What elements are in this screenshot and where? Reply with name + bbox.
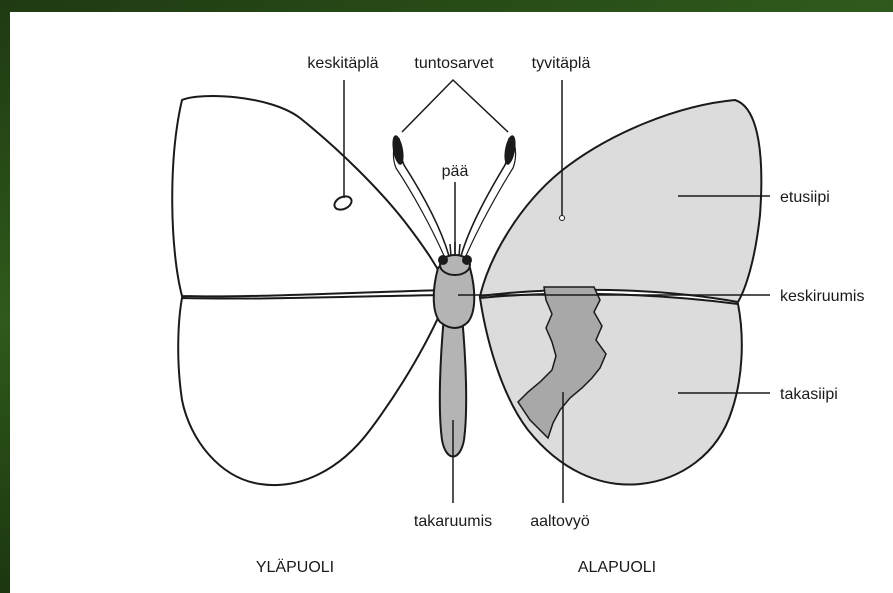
eye-right [462, 255, 472, 265]
label-tuntosarvet: tuntosarvet [414, 55, 494, 72]
eye-left [438, 255, 448, 265]
left-hindwing [178, 295, 448, 485]
label-etusiipi: etusiipi [780, 189, 830, 206]
label-keskitapla: keskitäplä [307, 55, 378, 72]
right-hindwing [480, 294, 742, 485]
label-takaruumis: takaruumis [414, 513, 492, 530]
leader-tuntosarvet [402, 80, 508, 132]
label-alapuoli: ALAPUOLI [578, 559, 656, 576]
right-forewing [480, 100, 761, 302]
label-tyvitapla: tyvitäplä [532, 55, 591, 72]
label-takasiipi: takasiipi [780, 386, 838, 403]
basal-spot [560, 216, 565, 221]
left-forewing [172, 96, 448, 296]
antenna-right [461, 138, 509, 256]
label-paa: pää [442, 163, 469, 180]
label-keskiruumis: keskiruumis [780, 288, 864, 305]
label-aaltovyo: aaltovyö [530, 513, 590, 530]
label-ylapuoli: YLÄPUOLI [256, 558, 334, 576]
